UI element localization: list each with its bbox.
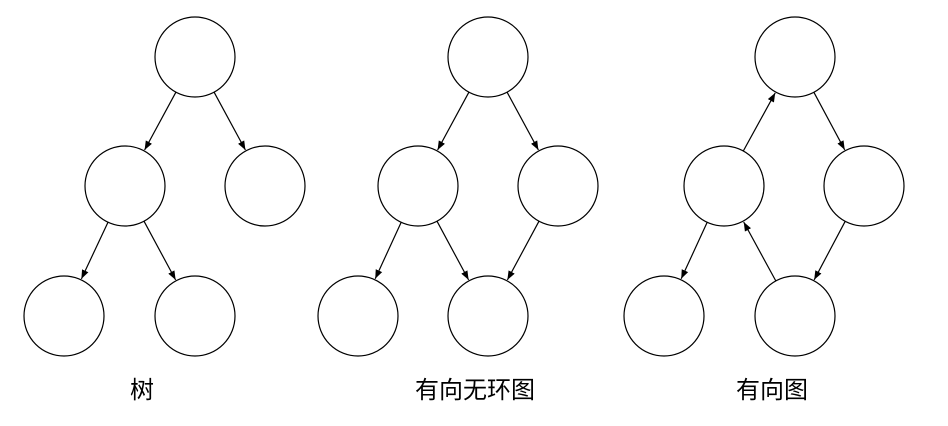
- tree-caption: 树: [130, 376, 154, 404]
- dag-node-bottom-left: [317, 275, 399, 357]
- tree-edge-root-to-right: [213, 91, 246, 151]
- directed-graph-edge-root-to-right: [813, 92, 846, 151]
- dag-node-root: [447, 16, 529, 98]
- dag-edge-left-to-bottom-left: [374, 222, 402, 280]
- dag-caption: 有向无环图: [415, 376, 535, 404]
- tree-edge-left-to-left-right: [143, 220, 177, 281]
- directed-graph-edge-right-to-bottom-center: [813, 221, 846, 281]
- tree-edge-root-to-left: [144, 91, 177, 151]
- tree-node-left-right: [154, 275, 236, 357]
- dag-edge-right-to-bottom-center: [506, 220, 540, 281]
- directed-graph-edge-left-to-root: [742, 92, 776, 152]
- tree-diagram: [23, 16, 306, 357]
- tree-node-left: [84, 145, 166, 227]
- dag-diagram: [317, 16, 599, 357]
- tree-node-right: [224, 145, 306, 227]
- directed-graph-diagram: [623, 16, 905, 357]
- tree-node-root: [154, 16, 236, 98]
- dag-edge-root-to-right: [506, 91, 539, 151]
- dag-node-right: [517, 145, 599, 227]
- dag-edge-left-to-bottom-center: [436, 220, 470, 281]
- directed-graph-node-left: [683, 145, 765, 227]
- directed-graph-edge-bottom-center-to-left: [743, 221, 777, 282]
- directed-graph-node-root: [754, 16, 836, 98]
- directed-graph-node-bottom-center: [754, 275, 836, 357]
- directed-graph-node-bottom-left: [623, 275, 705, 357]
- directed-graph-edge-left-to-bottom-left: [680, 222, 708, 280]
- dag-edge-root-to-left: [437, 91, 470, 151]
- directed-graph-node-right: [823, 145, 905, 227]
- dag-node-left: [377, 145, 459, 227]
- dag-node-bottom-center: [447, 275, 529, 357]
- tree-edge-left-to-left-left: [80, 221, 109, 280]
- directed-graph-caption: 有向图: [736, 376, 808, 404]
- tree-node-left-left: [23, 275, 105, 357]
